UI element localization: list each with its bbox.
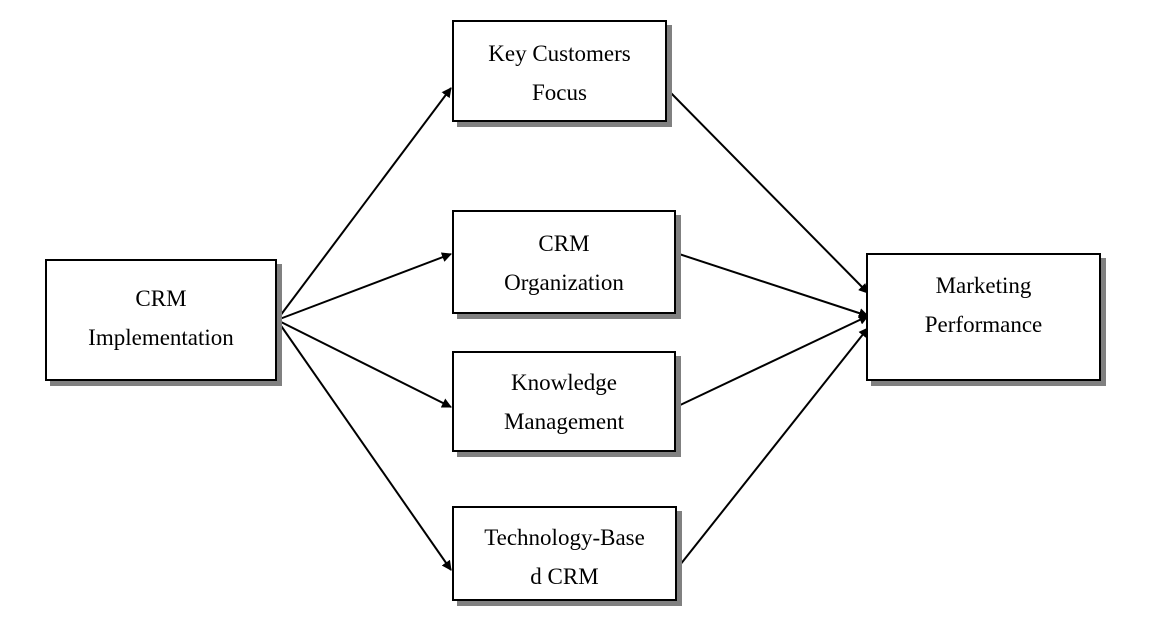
node-label-line: Marketing [935,273,1032,298]
edge-crm-implementation-to-key-customers-focus [276,87,452,321]
node-crm-organization: CRM Organization [452,210,676,314]
edge-knowledge-management-to-marketing-performance [675,315,869,408]
node-label-line: d CRM [530,564,599,589]
node-label-line: Performance [924,312,1043,337]
node-label-line: Organization [504,270,624,295]
node-marketing-performance: Marketing Performance [866,253,1101,381]
edge-crm-implementation-to-knowledge-management [276,319,452,408]
node-label-line: Management [503,409,625,434]
edge-crm-implementation-to-crm-organization [276,252,452,321]
node-label-line: CRM [538,231,590,256]
node-label-line: Focus [532,80,587,105]
node-technology-based-crm: Technology-Base d CRM [452,506,677,601]
edge-crm-organization-to-marketing-performance [675,252,869,318]
node-label-line: Technology-Base [484,525,645,550]
node-label-line: CRM [135,286,187,311]
node-label-line: Knowledge [510,370,618,395]
node-label-line: Implementation [88,325,234,350]
edge-crm-implementation-to-technology-based-crm [276,319,452,571]
node-label-line: Key Customers [488,41,631,66]
node-crm-implementation: CRM Implementation [45,259,277,381]
edge-key-customers-focus-to-marketing-performance [666,88,869,294]
node-key-customers-focus: Key Customers Focus [452,20,667,122]
node-knowledge-management: Knowledge Management [452,351,676,452]
edge-technology-based-crm-to-marketing-performance [675,327,869,571]
